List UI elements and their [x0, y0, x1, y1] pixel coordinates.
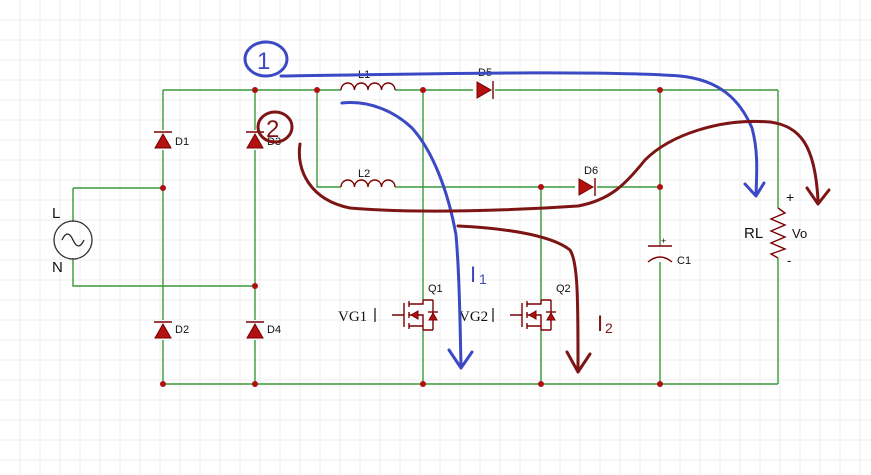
- q1-label: Q1: [428, 283, 443, 295]
- junction-dots: [160, 87, 663, 387]
- current-path-1: 1 I 1: [243, 40, 766, 370]
- i1-sub: 1: [479, 271, 487, 287]
- l2-label: L2: [358, 168, 370, 180]
- wires: [72, 89, 779, 385]
- path2-number: 2: [266, 116, 279, 143]
- i2-letter: I: [597, 311, 603, 336]
- rl-label: RL: [744, 225, 763, 242]
- ac-source: L N: [52, 205, 93, 276]
- diode-d2: D2: [154, 321, 189, 339]
- vg1-label: VG1: [338, 309, 367, 325]
- source-line-label: L: [52, 205, 60, 222]
- i2-sub: 2: [605, 320, 613, 336]
- c1-label: C1: [677, 255, 691, 267]
- mosfet-q1: Q1 VG1: [338, 283, 443, 331]
- diode-d6: D6: [578, 165, 598, 196]
- inductor-l2: L2: [340, 168, 396, 188]
- path1-number: 1: [257, 48, 270, 75]
- diode-d5: D5: [476, 67, 494, 99]
- i1-letter: I: [470, 262, 476, 287]
- vg2-label: VG2: [459, 309, 488, 325]
- vo-minus: -: [787, 253, 791, 268]
- diode-d4: D4: [246, 321, 281, 339]
- d1-label: D1: [175, 136, 189, 148]
- d2-label: D2: [175, 324, 189, 336]
- vo-plus: +: [786, 189, 794, 205]
- d6-label: D6: [584, 165, 598, 177]
- vo-label: Vo: [792, 226, 807, 241]
- d4-label: D4: [267, 324, 281, 336]
- diode-d3: D3: [246, 131, 281, 149]
- load-resistor: RL Vo + -: [744, 189, 807, 268]
- mosfet-q2: Q2 VG2: [459, 283, 571, 331]
- capacitor-c1: + C1: [647, 236, 691, 267]
- c1-polarity: +: [661, 236, 666, 246]
- current-path-2: 2 I 2: [256, 110, 831, 374]
- source-neutral-label: N: [52, 259, 63, 276]
- diode-d1: D1: [154, 131, 189, 149]
- q2-label: Q2: [556, 283, 571, 295]
